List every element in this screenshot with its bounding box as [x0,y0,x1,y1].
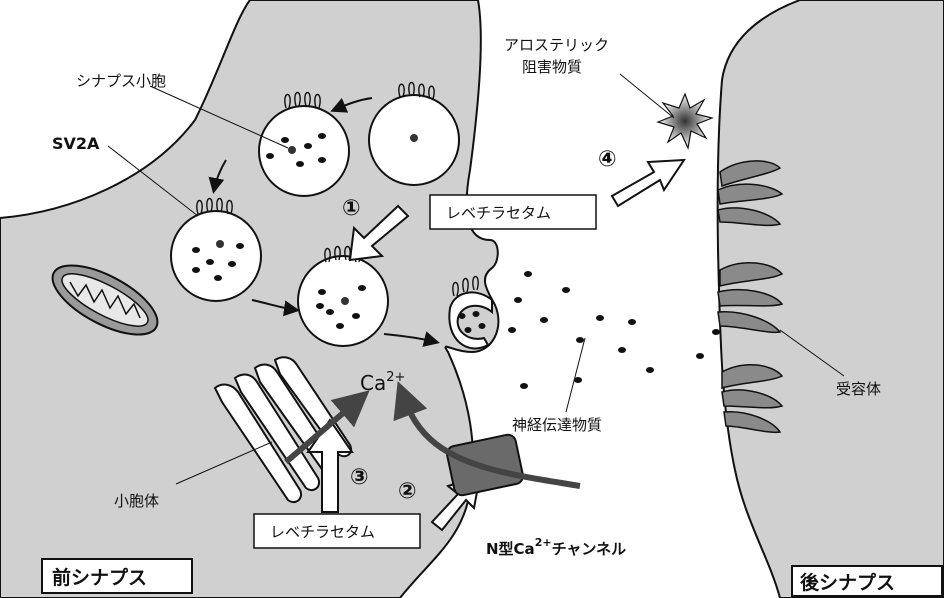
label-synaptic-vesicle: シナプス小胞 [76,72,166,90]
levetiracetam-box-top: レベチラセタム [430,195,596,229]
label-small-vesicle-body: 小胞体 [114,492,159,510]
marker-2: ② [398,479,417,504]
label-sv2a: SV2A [52,134,100,153]
neurotransmitter-dots [508,271,720,389]
postsynaptic-label: 後シナプス [792,566,942,596]
label-receptor: 受容体 [836,380,881,398]
marker-4: ④ [598,147,617,172]
marker-3: ③ [350,465,369,490]
label-n-type-channel: N型Ca2+チャンネル [486,536,626,558]
svg-text:レベチラセタム: レベチラセタム [446,204,551,222]
svg-text:後シナプス: 後シナプス [800,571,895,594]
allosteric-inhibitor-star [658,94,712,148]
levetiracetam-arrow-4 [612,160,684,206]
marker-1: ① [342,196,361,221]
presynaptic-label: 前シナプス [42,559,192,593]
label-allosteric-line1: アロステリック [504,36,609,54]
label-allosteric-line2: 阻害物質 [522,58,582,76]
svg-text:前シナプス: 前シナプス [52,566,147,589]
label-neurotransmitter: 神経伝達物質 [512,416,602,434]
levetiracetam-box-bottom: レベチラセタム [254,514,420,548]
svg-text:レベチラセタム: レベチラセタム [270,523,375,541]
